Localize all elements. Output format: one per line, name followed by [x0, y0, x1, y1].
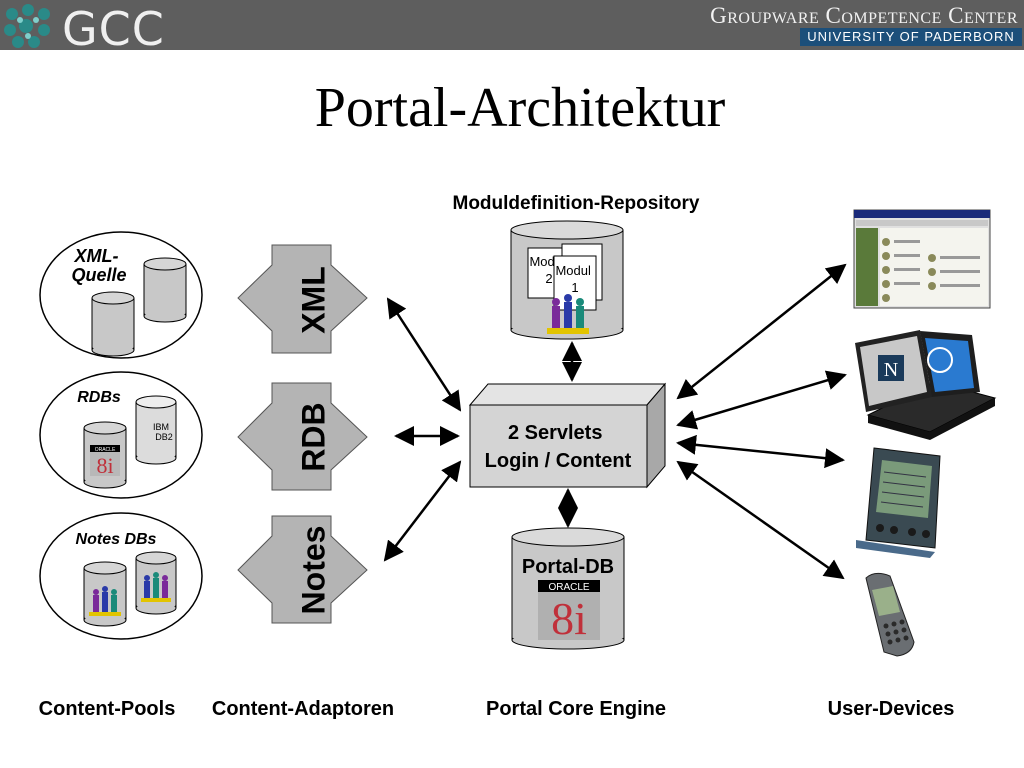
rdb-adaptor: RDB: [237, 382, 368, 491]
notes-database-icon: [83, 561, 127, 627]
rdbs-pool: RDBs IBM DB2 ORACLE 8i: [39, 371, 203, 499]
module-1-label-1: Modul: [555, 263, 591, 278]
connector-arrows: [383, 263, 847, 580]
servlets-label-2: Login / Content: [485, 450, 632, 472]
people-icon: [89, 586, 121, 616]
pda-icon: [856, 447, 941, 558]
ibm-db2-database-icon: IBM DB2: [135, 395, 177, 465]
servlets-box: 2 Servlets Login / Content: [468, 382, 667, 489]
netscape-icon: [878, 355, 904, 381]
portal-db: Portal-DB ORACLE 8i: [511, 527, 625, 650]
notes-adaptor: Notes: [237, 515, 368, 624]
arrow-servlets-phone: [676, 460, 845, 580]
db2-label: DB2: [155, 432, 173, 442]
laptop-icon: N: [855, 330, 997, 440]
rdb-adaptor-label: RDB: [295, 402, 331, 471]
xml-source-pool: XML- Quelle: [39, 231, 203, 359]
notes-adaptor-label: Notes: [295, 526, 331, 615]
oracle-database-icon: ORACLE 8i: [83, 421, 127, 489]
servlets-label-1: 2 Servlets: [508, 422, 603, 444]
ibm-label: IBM: [153, 422, 169, 432]
database-icon: [143, 257, 187, 323]
portal-db-oracle-label: ORACLE: [548, 582, 589, 593]
arrow-notes-servlets: [383, 460, 462, 562]
rdbs-label: RDBs: [77, 389, 121, 406]
database-icon: [91, 291, 135, 357]
people-icon: [141, 572, 171, 602]
header-bar: GCC Groupware Competence Center UNIVERSI…: [0, 0, 1024, 56]
oracle-label: ORACLE: [95, 447, 116, 453]
svg-text:XML- Quelle: XML- Quelle: [71, 246, 126, 285]
notes-dbs-label: Notes DBs: [76, 531, 157, 548]
xml-source-label-1: XML-: [73, 246, 118, 266]
module-1-label-2: 1: [571, 280, 578, 295]
module-1-document-icon: Modul 1: [553, 255, 597, 311]
xml-adaptor-label: XML: [295, 266, 331, 334]
portal-db-oracle-version: 8i: [551, 593, 587, 644]
arrow-servlets-desktop: [676, 263, 847, 400]
portal-db-title: Portal-DB: [522, 556, 614, 578]
netscape-letter: N: [884, 359, 898, 381]
repository-title: Moduldefinition-Repository: [453, 193, 700, 214]
gcc-logo-text: GCC: [62, 2, 165, 56]
notes-database-icon: [135, 551, 177, 615]
footer-content-adaptors: Content-Adaptoren: [212, 698, 394, 720]
footer-core-engine: Portal Core Engine: [486, 698, 666, 720]
xml-adaptor: XML: [237, 244, 368, 354]
svg-text:2 Servlets Login / Conte: 2 Servlets Login / Content: [485, 422, 632, 472]
footer-content-pools: Content-Pools: [39, 698, 176, 720]
oracle-version: 8i: [96, 453, 113, 478]
notes-dbs-pool: Notes DBs: [39, 512, 203, 640]
svg-text:Modul 1: Modul 1: [555, 263, 594, 295]
people-icon: [547, 294, 589, 334]
org-name: Groupware Competence Center: [710, 3, 1018, 28]
arrow-xml-servlets: [386, 297, 462, 412]
arrow-servlets-laptop: [676, 370, 847, 430]
mobile-phone-icon: [865, 572, 915, 657]
gcc-logo-icon: [4, 4, 50, 48]
desktop-browser-icon: [853, 209, 991, 309]
footer-user-devices: User-Devices: [828, 698, 955, 720]
xml-source-label-2: Quelle: [71, 265, 126, 285]
oracle-logo-icon: ORACLE 8i: [538, 580, 600, 644]
module-2-label-2: 2: [545, 271, 552, 286]
arrow-servlets-pda: [676, 434, 845, 469]
slide-title: Portal-Architektur: [314, 77, 726, 139]
browser-globe-icon: [927, 347, 953, 373]
university-band: UNIVERSITY OF PADERBORN: [800, 28, 1022, 46]
module-repository: Moduldefinition-Repository Modul 2 Modul…: [453, 193, 700, 340]
